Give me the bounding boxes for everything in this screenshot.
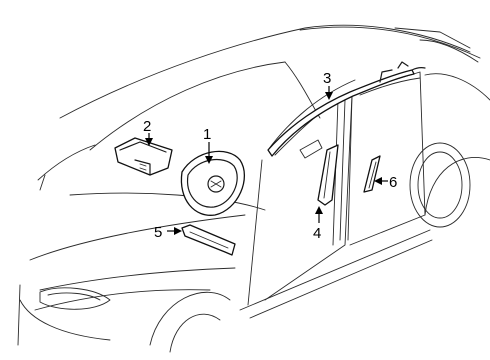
leader-lines bbox=[145, 86, 388, 235]
callout-3: 3 bbox=[323, 70, 331, 87]
driver-airbag-part bbox=[180, 150, 245, 216]
passenger-airbag-part bbox=[114, 137, 173, 176]
callout-5: 5 bbox=[154, 224, 162, 241]
curtain-airbag-part bbox=[267, 61, 426, 157]
front-side-airbag-part bbox=[317, 144, 339, 206]
callout-1: 1 bbox=[203, 126, 211, 143]
callout-6: 6 bbox=[389, 174, 397, 191]
callout-2: 2 bbox=[143, 118, 151, 135]
rear-side-airbag-part bbox=[363, 155, 381, 193]
callout-4: 4 bbox=[313, 225, 321, 242]
knee-airbag-part bbox=[181, 224, 236, 256]
car-outline bbox=[17, 24, 490, 353]
